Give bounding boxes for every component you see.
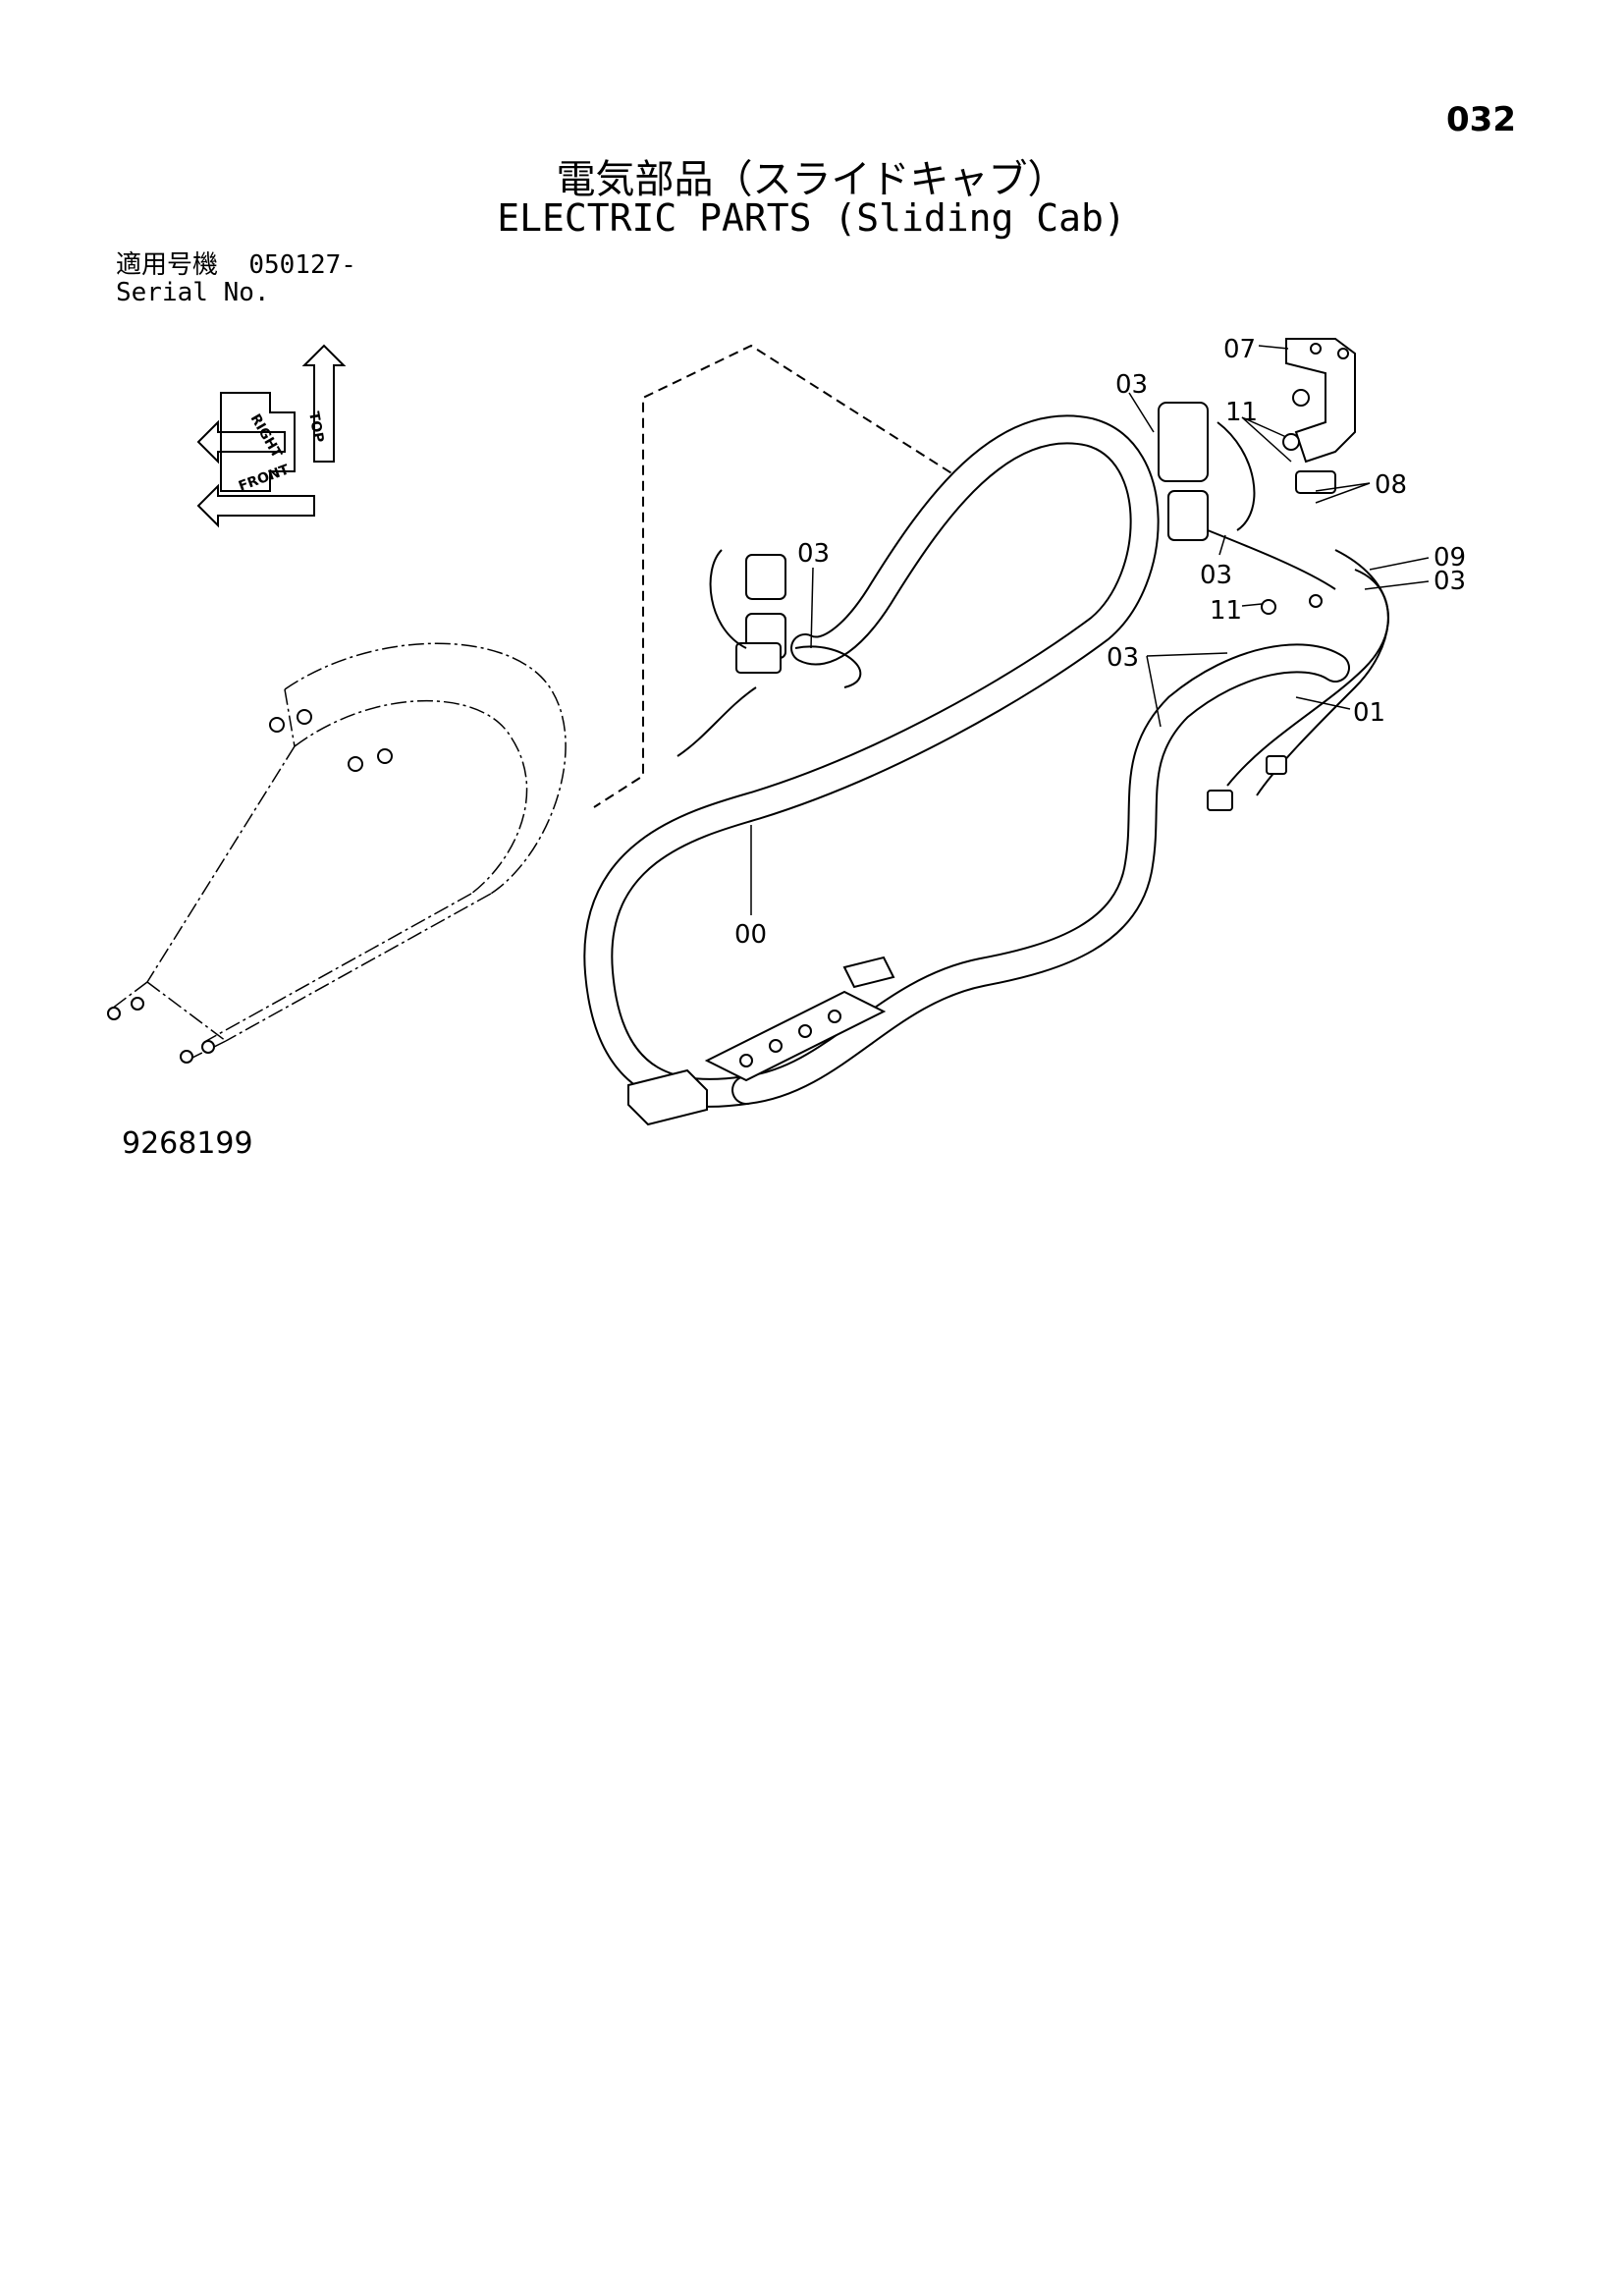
callout-00: 00 (734, 920, 767, 950)
callout-11-top: 11 (1225, 398, 1258, 427)
top-arrow-icon (301, 344, 347, 463)
dashed-frame (593, 344, 965, 808)
orientation-box (220, 392, 296, 492)
orientation-indicator (196, 344, 347, 528)
front-arrow-icon (196, 483, 315, 528)
harness-00 (583, 414, 1350, 1108)
callout-03-left: 03 (797, 539, 830, 569)
harness-01 (1207, 549, 1389, 811)
page-number: 032 (1446, 100, 1516, 139)
title-japanese: 電気部品（スライドキャブ） (556, 157, 1067, 202)
orient-front-label: FRONT (237, 462, 292, 494)
callout-11-mid: 11 (1210, 596, 1242, 626)
callout-07: 07 (1223, 335, 1256, 364)
leader-lines (750, 345, 1430, 915)
callout-09: 09 (1434, 543, 1466, 573)
callout-08: 08 (1375, 470, 1407, 500)
drawing-number: 9268199 (122, 1126, 253, 1161)
serial-block: 適用号機 050127- Serial No. (116, 251, 356, 306)
callout-03-top: 03 (1115, 370, 1148, 400)
right-arrow-icon (196, 419, 286, 465)
orient-right-label: RIGHT (247, 411, 285, 462)
callout-03-right: 03 (1434, 567, 1466, 596)
connector-cluster-right (1158, 389, 1336, 615)
orient-top-label: TOP (305, 410, 326, 444)
connector-cluster-left (676, 549, 862, 757)
serial-label-en: Serial No. (116, 278, 270, 307)
callout-03-mid: 03 (1200, 561, 1232, 590)
lower-mount (627, 956, 895, 1126)
bracket-07 (1285, 338, 1356, 464)
serial-label-jp: 適用号機 (116, 250, 219, 280)
callout-01: 01 (1353, 698, 1385, 728)
callout-03-lower: 03 (1107, 643, 1139, 673)
serial-value: 050127- (248, 250, 356, 280)
title-english: ELECTRIC PARTS (Sliding Cab) (497, 196, 1126, 240)
cab-base (107, 642, 567, 1062)
cab-mounts (107, 709, 393, 1064)
